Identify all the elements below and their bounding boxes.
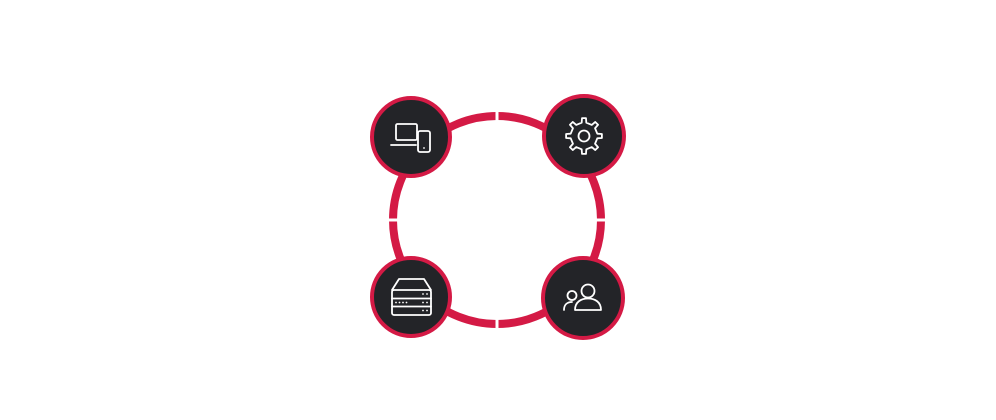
ring-gap-top	[495, 108, 499, 124]
ring-gap-left	[385, 218, 401, 222]
node-circle	[370, 256, 452, 338]
users-icon	[563, 283, 602, 311]
node-circle	[541, 256, 625, 340]
node-circle	[542, 94, 626, 178]
gear-icon	[565, 117, 603, 155]
ring-gap-right	[593, 218, 609, 222]
laptop-phone-icon	[390, 123, 431, 153]
node-users	[541, 256, 625, 340]
node-settings	[542, 94, 626, 178]
node-devices	[370, 96, 452, 178]
ring-gap-bottom	[495, 316, 499, 332]
node-servers	[370, 256, 452, 338]
node-circle	[370, 96, 452, 178]
server-stack-icon	[391, 278, 432, 316]
ring	[385, 108, 609, 332]
